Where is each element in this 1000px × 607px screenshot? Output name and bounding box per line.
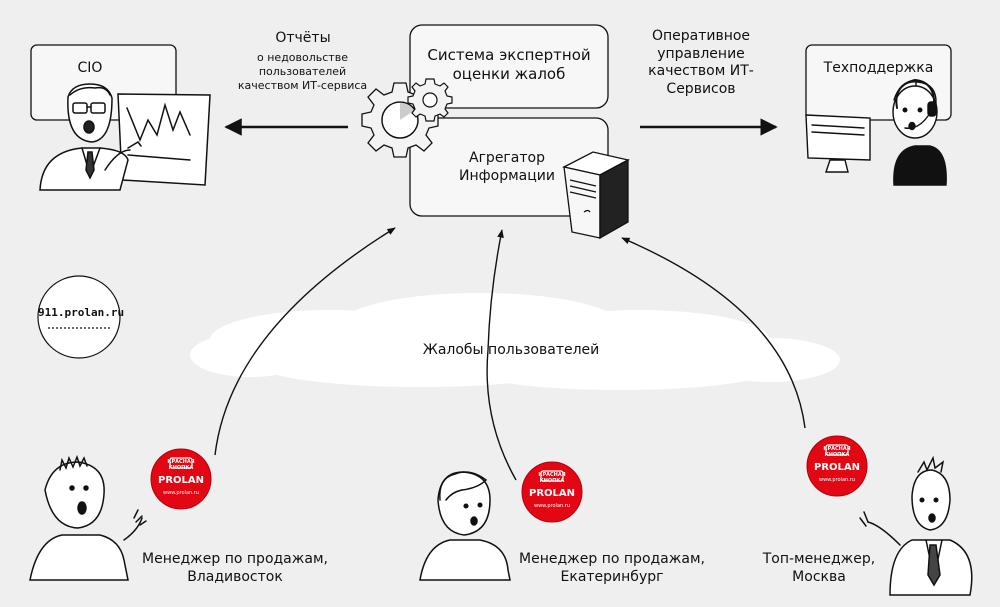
user-vladivostok-icon <box>29 454 147 581</box>
badge-vladivostok <box>150 448 212 510</box>
badge-ekaterinburg-url: www.prolan.ru <box>533 503 570 509</box>
support-title: Техподдержка <box>823 60 934 76</box>
user-moscow-icon <box>859 455 973 596</box>
badge-ekaterinburg-brand: PRОLAN <box>528 488 575 499</box>
small-gear-icon <box>407 78 453 122</box>
badge-ekaterinburg-top: КРАСНАЯ КНОПКА <box>538 472 566 485</box>
badge-vladivostok-top: КРАСНАЯ КНОПКА <box>167 459 195 472</box>
badge-vladivostok-brand: PRОLAN <box>157 475 204 486</box>
cio-title: CIO <box>77 60 103 76</box>
badge-moscow-url: www.prolan.ru <box>818 477 855 483</box>
operational-label: Оперативное управление качеством ИТ-Серв… <box>648 28 754 97</box>
site-circle <box>37 275 121 359</box>
site-url: 911.prolan.ru <box>38 306 125 319</box>
reports-title: Отчёты <box>275 30 331 46</box>
expert-system-label: Система экспертной оценки жалоб <box>427 46 591 83</box>
arrow-moscow <box>621 237 806 429</box>
user-label-vladivostok: Менеджер по продажам, Владивосток <box>142 551 328 585</box>
badge-vladivostok-url: www.prolan.ru <box>162 490 199 496</box>
arrow-vladivostok <box>214 227 396 456</box>
arrow-ekaterinburg <box>486 229 517 481</box>
gear-icon <box>361 82 439 158</box>
badge-ekaterinburg <box>521 461 583 523</box>
badge-moscow <box>806 435 868 497</box>
complaints-label: Жалобы пользователей <box>422 342 600 358</box>
badge-moscow-top: КРАСНАЯ КНОПКА <box>823 446 851 459</box>
user-ekaterinburg-icon <box>419 471 511 581</box>
cio-person-icon <box>39 83 211 191</box>
support-person-icon <box>805 78 947 186</box>
complaints-cloud <box>190 293 840 390</box>
badge-moscow-brand: PRОLAN <box>813 462 860 473</box>
server-icon <box>562 151 630 240</box>
user-label-ekaterinburg: Менеджер по продажам, Екатеринбург <box>519 551 705 585</box>
reports-subtitle: о недовольстве пользователей качеством И… <box>237 51 368 92</box>
aggregator-label: Агрегатор Информации <box>459 150 555 184</box>
user-label-moscow: Топ-менеджер, Москва <box>762 551 876 585</box>
expert-system-box <box>409 24 609 109</box>
